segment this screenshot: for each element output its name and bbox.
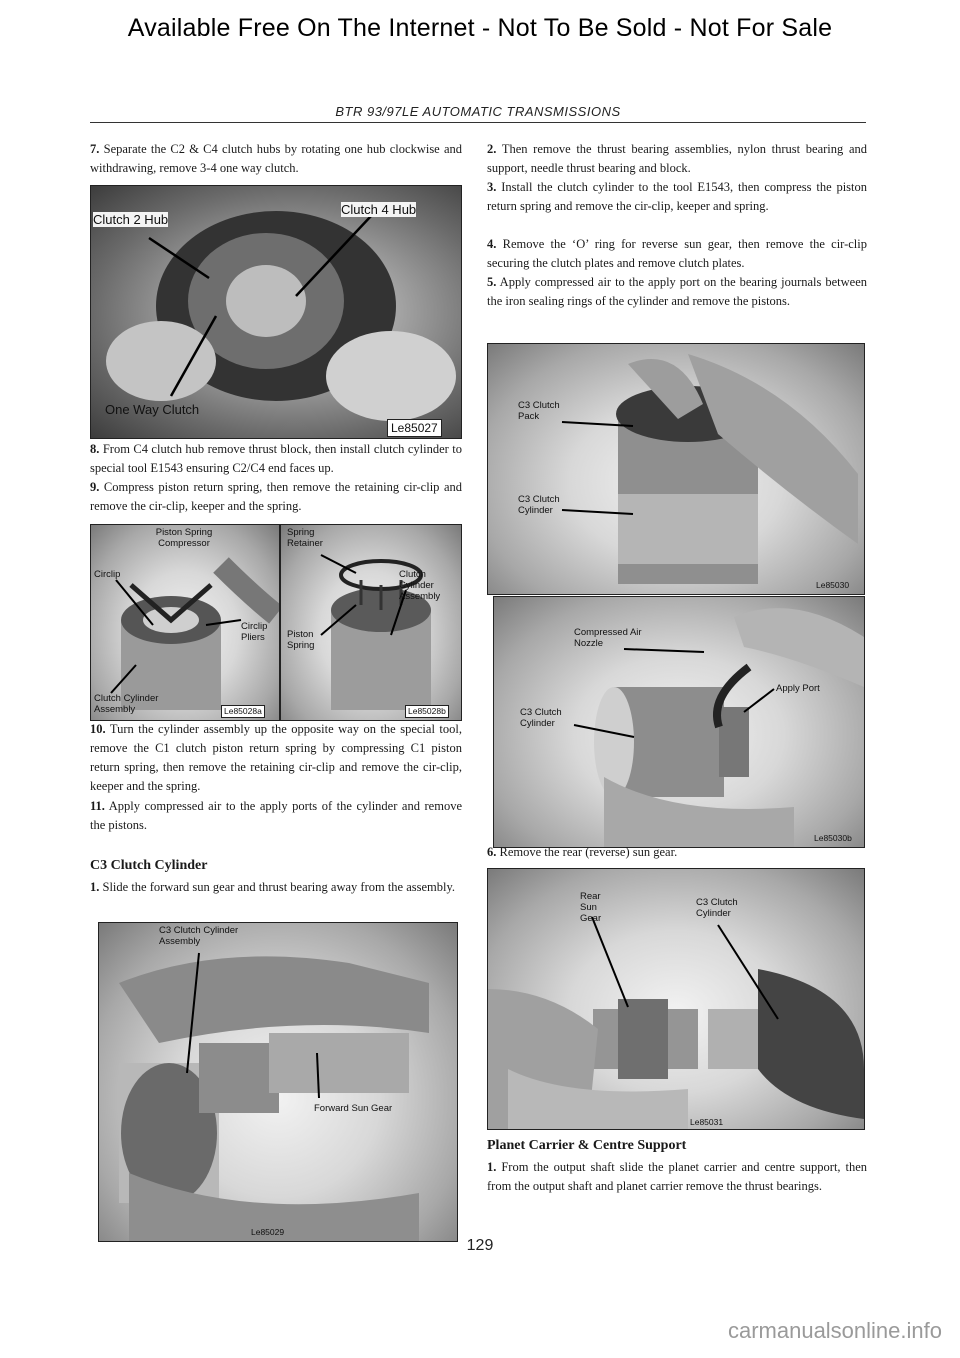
step-5: 5. Apply compressed air to the apply por… [487,273,867,311]
section-heading-planet-carrier: Planet Carrier & Centre Support [487,1138,687,1153]
photo-c3-cylinder-assembly [119,952,429,1241]
step-number: 3. [487,180,497,194]
label-rear-sun-gear: Rear Sun Gear [580,891,602,924]
figure-ref: Le85028a [221,705,265,718]
step-text: Compress piston return spring, then remo… [90,480,463,513]
figure-c3-clutch-pack: C3 Clutch Pack C3 Clutch Cylinder Le8503… [487,343,865,595]
step-text: Apply compressed air to the apply port o… [487,275,867,308]
figure-ref: Le85030 [816,580,850,590]
step-text: Install the clutch cylinder to the tool … [487,180,868,213]
figure-spring-retainer: Spring Retainer Clutch Cylinder Assembly… [280,524,462,721]
running-header: BTR 93/97LE AUTOMATIC TRANSMISSIONS [335,104,621,119]
label-c3-clutch-cylinder: C3 Clutch Cylinder [518,494,560,516]
label-piston-spring-compressor: Piston Spring Compressor [155,527,213,549]
label-clutch-cylinder-assembly: Clutch Cylinder Assembly [399,569,441,602]
label-clutch2-hub: Clutch 2 Hub [93,212,169,227]
step-number: 2. [487,142,497,156]
step-11: 11. Apply compressed air to the apply po… [90,797,462,835]
step-3: 3. Install the clutch cylinder to the to… [487,178,867,216]
label-forward-sun-gear: Forward Sun Gear [314,1103,393,1114]
step-number: 10. [90,722,106,736]
figure-clutch-hubs: Clutch 2 Hub Clutch 4 Hub One Way Clutch… [90,185,462,439]
label-c3-clutch-pack: C3 Clutch Pack [518,400,560,422]
label-spring-retainer: Spring Retainer [287,527,323,549]
label-clutch-cyl-assembly: Clutch Cylinder Assembly [94,693,159,715]
step-text: Separate the C2 & C4 clutch hubs by rota… [90,142,463,175]
photo-compressed-air [573,608,864,847]
label-c3-clutch-cylinder: C3 Clutch Cylinder [520,707,562,729]
page-number: 129 [466,1237,494,1254]
photo-clutch-hubs [106,211,456,421]
photo-rear-sun-gear [488,916,864,1129]
step-9: 9. Compress piston return spring, then r… [90,478,462,516]
figure-ref: Le85027 [387,419,442,437]
step-10: 10. Turn the cylinder assembly up the op… [90,720,462,796]
step-number: 5. [487,275,497,289]
step-text: From the output shaft slide the planet c… [487,1160,868,1193]
step-7: 7. Separate the C2 & C4 clutch hubs by r… [90,140,462,178]
step-6: 6. Remove the rear (reverse) sun gear. [487,843,867,862]
step-text: Turn the cylinder assembly up the opposi… [90,722,462,793]
step-text: Slide the forward sun gear and thrust be… [102,880,456,894]
figure-ref: Le85031 [690,1117,724,1127]
figure-c3-cylinder-assembly: C3 Clutch Cylinder Assembly Forward Sun … [98,922,458,1242]
label-circlip: Circlip [94,569,121,580]
photo-spring-compressor [110,557,279,710]
banner-notice: Available Free On The Internet - Not To … [127,14,833,42]
step-number: 4. [487,237,497,251]
figure-ref: Le85030b [814,833,852,843]
step-number: 8. [90,442,100,456]
figure-piston-spring-compressor: Piston Spring Compressor Circlip Circlip… [90,524,280,721]
step-4: 4. Remove the ‘O’ ring for reverse sun g… [487,235,867,273]
step-8: 8. From C4 clutch hub remove thrust bloc… [90,440,462,478]
footer-watermark: carmanualsonline.info [727,1318,942,1343]
photo-c3-clutch-pack [561,354,858,584]
label-c3-clutch-cylinder-assembly: C3 Clutch Cylinder Assembly [159,925,239,947]
step-text: Remove the ‘O’ ring for reverse sun gear… [487,237,868,270]
step-text: Apply compressed air to the apply ports … [90,799,462,832]
label-piston-spring: Piston Spring [287,629,315,651]
photo-spring-retainer [320,554,431,710]
step-number: 7. [90,142,100,156]
label-one-way-clutch: One Way Clutch [105,402,200,417]
step-2: 2. Then remove the thrust bearing assemb… [487,140,867,178]
step-text: Then remove the thrust bearing assemblie… [487,142,867,175]
step-number: 9. [90,480,100,494]
label-compressed-air-nozzle: Compressed Air Nozzle [574,627,642,649]
figure-ref: Le85029 [251,1227,285,1237]
step-text: From C4 clutch hub remove thrust block, … [90,442,462,475]
planet-step-1: 1. From the output shaft slide the plane… [487,1158,867,1196]
section-heading-c3-clutch-cylinder: C3 Clutch Cylinder [90,858,208,873]
label-c3-clutch-cylinder: C3 Clutch Cylinder [696,897,738,919]
step-text: Remove the rear (reverse) sun gear. [499,845,678,859]
step-number: 1. [487,1160,497,1174]
label-clutch4-hub: Clutch 4 Hub [341,202,417,217]
figure-compressed-air: Compressed Air Nozzle Apply Port C3 Clut… [493,596,865,848]
c3-step-1: 1. Slide the forward sun gear and thrust… [90,878,462,897]
step-number: 1. [90,880,100,894]
figure-ref: Le85028b [405,705,449,718]
header-rule [90,122,866,123]
label-circlip-pliers: Circlip Pliers [241,621,268,643]
step-number: 6. [487,845,497,859]
figure-rear-sun-gear: Rear Sun Gear C3 Clutch Cylinder Le85031 [487,868,865,1130]
label-apply-port: Apply Port [776,683,820,694]
step-number: 11. [90,799,105,813]
